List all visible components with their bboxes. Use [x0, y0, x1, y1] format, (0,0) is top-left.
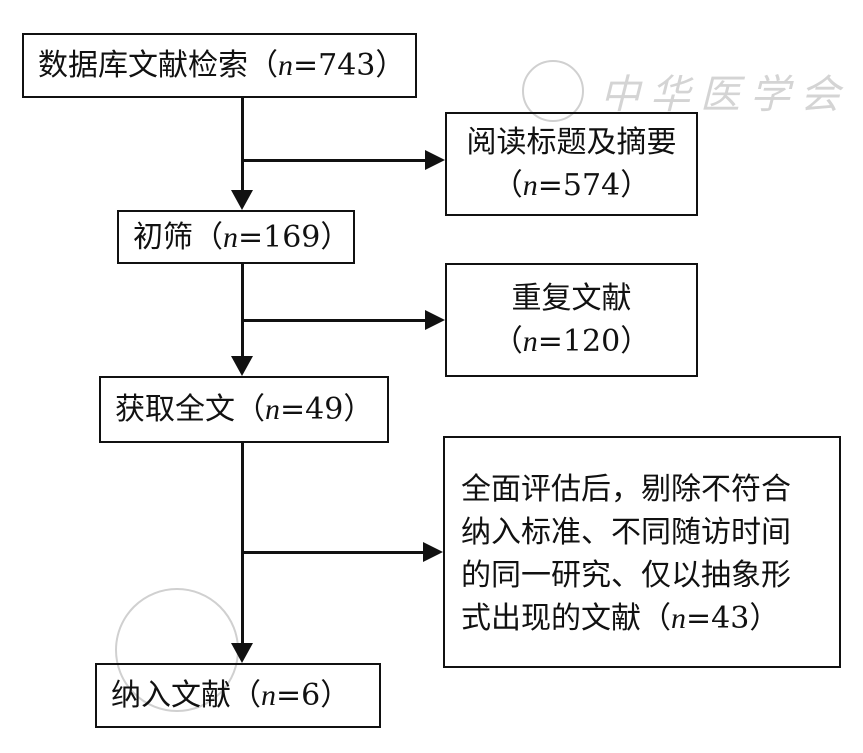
paren: （: [492, 168, 523, 203]
paren: ）: [320, 219, 351, 255]
count: =169: [238, 219, 321, 255]
count: =43: [686, 601, 750, 636]
exclusion-line: 的同一研究、仅以抽象形: [461, 558, 791, 593]
count: =574: [537, 168, 621, 203]
exclusion-count: （n=120）: [493, 320, 650, 364]
step-label: 获取全文: [115, 392, 235, 427]
exclusion-full-assessment: 全面评估后，剔除不符合 纳入标准、不同随访时间 的同一研究、仅以抽象形 式出现的…: [443, 436, 841, 668]
branch-1: [242, 159, 427, 162]
n-symbol: n: [671, 602, 686, 635]
count: =743: [293, 48, 376, 83]
count: =120: [537, 324, 621, 359]
n-symbol: n: [278, 49, 293, 82]
exclusion-count: （n=574）: [493, 164, 650, 208]
arrow-down-icon: [231, 190, 253, 210]
n-symbol: n: [522, 325, 538, 358]
paren: ）: [320, 678, 351, 713]
paren: ）: [375, 48, 406, 83]
exclusion-line: 式出现的文献（n=43）: [461, 597, 839, 640]
connector-3: [241, 443, 244, 645]
step-database-search: 数据库文献检索（n=743）: [22, 33, 417, 98]
arrow-right-icon: [425, 310, 445, 330]
paren: （: [492, 324, 523, 359]
n-symbol: n: [265, 393, 280, 426]
connector-2: [241, 264, 244, 358]
exclusion-title-abstract: 阅读标题及摘要 （n=574）: [445, 112, 698, 216]
exclusion-label: 阅读标题及摘要: [466, 124, 677, 160]
step-label: 数据库文献检索: [38, 48, 248, 83]
arrow-right-icon: [425, 150, 445, 170]
paren: （: [248, 48, 278, 83]
arrow-right-icon: [423, 542, 443, 562]
step-initial-screen: 初筛（n=169）: [117, 210, 355, 264]
paren: （: [641, 601, 671, 636]
branch-3: [242, 551, 425, 554]
exclusion-line-text: 式出现的文献: [461, 601, 641, 636]
paren: ）: [749, 601, 780, 636]
step-label: 纳入文献: [111, 678, 231, 713]
step-label: 初筛: [133, 219, 193, 255]
n-symbol: n: [261, 679, 276, 712]
paren: （: [193, 219, 223, 255]
n-symbol: n: [223, 220, 238, 254]
count: =49: [280, 392, 344, 427]
connector-1: [241, 98, 244, 192]
arrow-down-icon: [231, 643, 253, 663]
count: =6: [276, 678, 321, 713]
exclusion-duplicates: 重复文献 （n=120）: [445, 263, 698, 377]
paren: ）: [620, 324, 651, 359]
paren: （: [231, 678, 261, 713]
exclusion-line: 纳入标准、不同随访时间: [461, 515, 791, 550]
paren: ）: [343, 392, 374, 427]
exclusion-line: 全面评估后，剔除不符合: [461, 472, 791, 507]
branch-2: [242, 319, 427, 322]
exclusion-label: 重复文献: [511, 280, 632, 316]
step-full-text: 获取全文（n=49）: [99, 376, 389, 443]
paren: （: [235, 392, 265, 427]
step-included: 纳入文献（n=6）: [95, 663, 381, 728]
n-symbol: n: [522, 169, 538, 202]
arrow-down-icon: [231, 356, 253, 376]
paren: ）: [620, 168, 651, 203]
